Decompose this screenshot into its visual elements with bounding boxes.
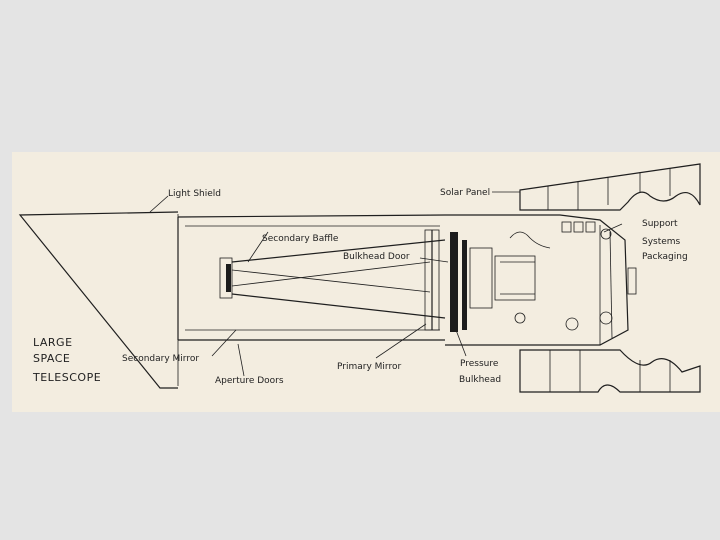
leader-lines [149,191,623,377]
pressure-bulkhead-label-line2: Bulkhead [459,375,501,385]
title-line-3: TELESCOPE [32,371,101,384]
aperture-doors-label: Aperture Doors [215,376,284,386]
solar-panel-lower [519,349,701,393]
diagram-title: LARGE SPACE TELESCOPE [32,336,101,384]
solar-panel-label: Solar Panel [440,188,490,198]
telescope-diagram: Light Shield Solar Panel Secondary Baffl… [18,163,701,393]
title-line-2: SPACE [33,352,70,365]
support-systems-label-line3: Packaging [642,252,688,262]
bulkhead-door [469,231,551,324]
primary-mirror-label: Primary Mirror [337,362,401,372]
solar-panel-upper [519,163,701,211]
secondary-mirror-label: Secondary Mirror [122,354,199,364]
light-shield-label: Light Shield [168,189,221,199]
pressure-bulkhead-label-line1: Pressure [460,359,499,369]
title-line-1: LARGE [33,336,73,349]
aft-section [445,214,637,346]
pressure-bulkhead [450,232,467,332]
telescope-tube [177,214,446,341]
secondary-baffle [219,239,446,319]
support-systems-label-line2: Systems [642,237,681,247]
support-systems-label-line1: Support [642,219,678,229]
primary-mirror [424,229,440,331]
bulkhead-door-label: Bulkhead Door [343,252,410,262]
secondary-mirror [226,264,231,292]
secondary-baffle-label: Secondary Baffle [262,234,339,244]
scanned-figure: Light Shield Solar Panel Secondary Baffl… [12,152,720,412]
support-systems-boxes [561,221,596,233]
